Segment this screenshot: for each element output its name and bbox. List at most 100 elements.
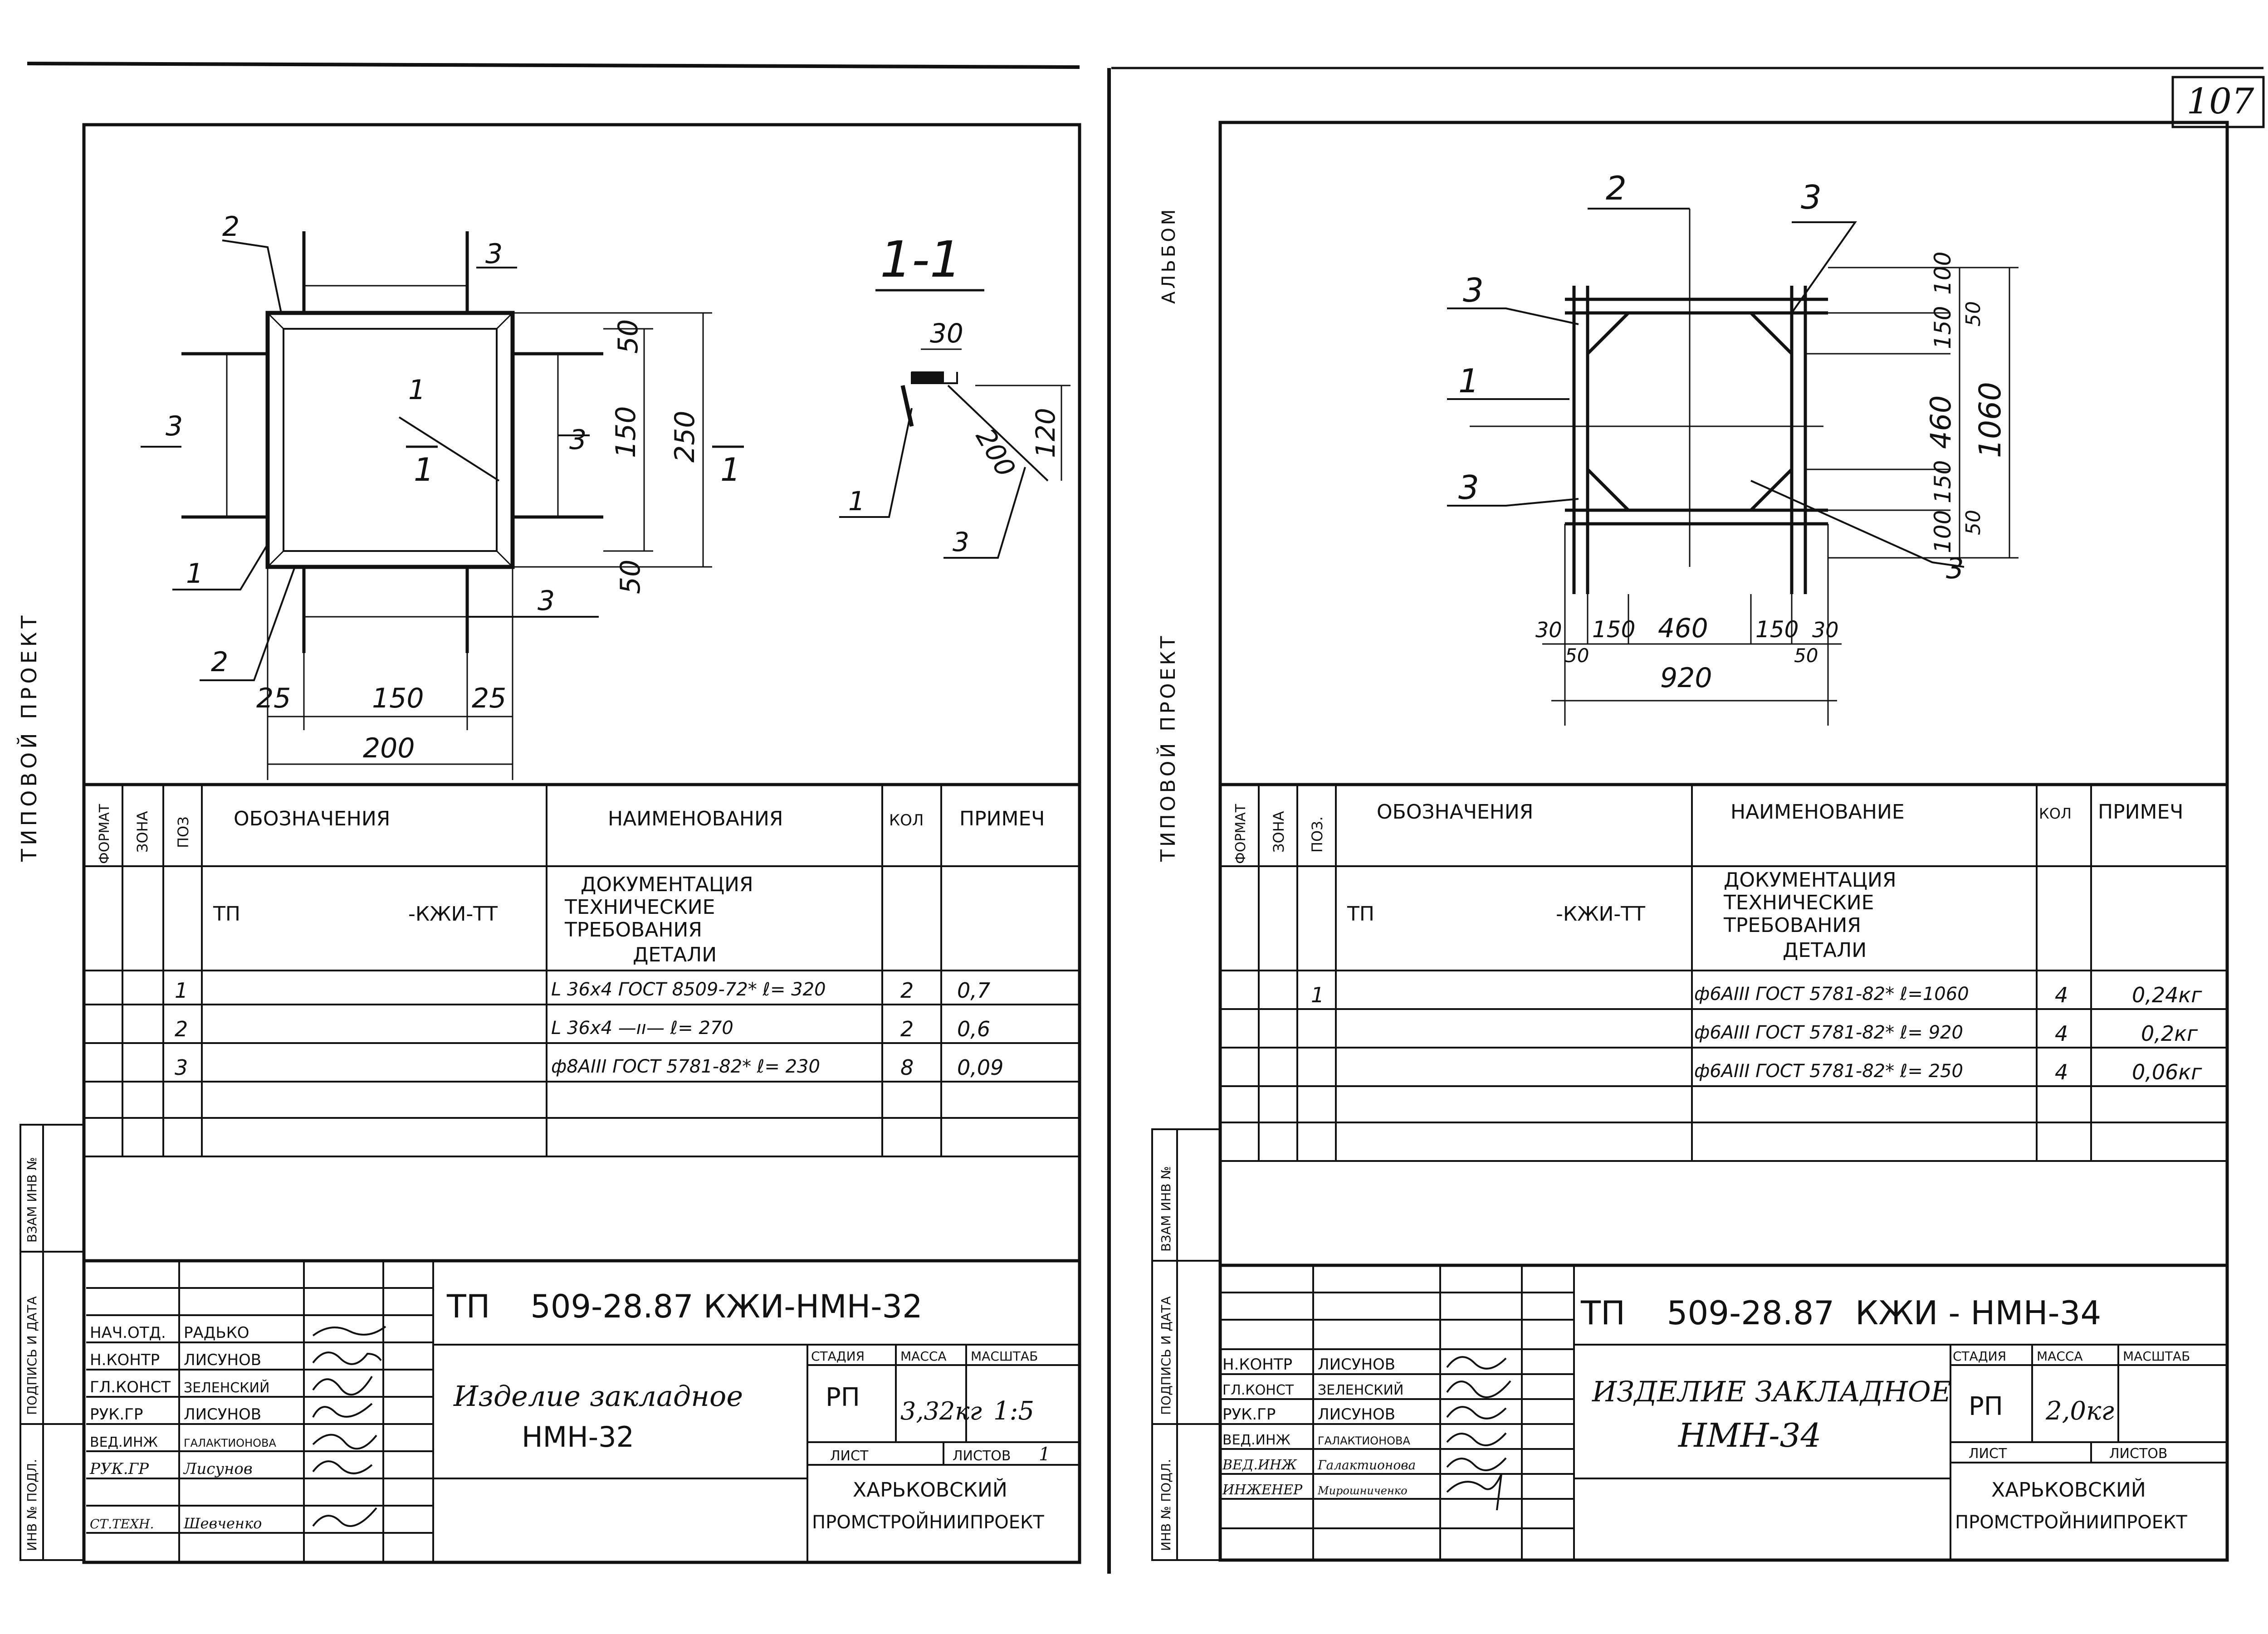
left-signature-2 — [312, 1351, 382, 1365]
left-role-5: ВЕД.ИНЖ — [90, 1434, 158, 1450]
left-row-3-note: 0,09 — [957, 1055, 1003, 1080]
right-scale-label: МАСШТАБ — [2123, 1349, 2190, 1364]
right-role-4: ВЕД.ИНЖ — [1222, 1432, 1290, 1448]
left-row-1-qty: 2 — [900, 978, 914, 1003]
right-row-3-note: 0,06кг — [2132, 1060, 2202, 1084]
right-hdim-30-left: 30 — [1535, 618, 1562, 642]
left-role-6: РУК.ГР — [89, 1460, 149, 1478]
left-leader-3-bottom: 3 — [538, 585, 555, 617]
left-title-block — [86, 1261, 1080, 1562]
right-name-5: Галактионова — [1317, 1458, 1416, 1473]
left-doc-code: ТП 509-28.87 КЖИ-НМН-32 — [446, 1288, 923, 1325]
left-col-note: ПРИМЕЧ — [959, 807, 1045, 830]
right-col-pos: ПОЗ. — [1309, 816, 1326, 853]
left-section-dim-120: 120 — [1030, 408, 1061, 458]
left-spec-table — [84, 785, 1080, 1157]
left-leader-3-left: 3 — [166, 410, 183, 442]
right-stamp-label-3: ВЗАМ ИНВ № — [1158, 1166, 1173, 1252]
left-signature-7 — [312, 1507, 377, 1527]
right-side-label-top: АЛЬБОМ — [1158, 207, 1179, 304]
right-signature-6 — [1446, 1473, 1502, 1511]
left-row-2-name: L 36х4 —ıı— ℓ= 270 — [551, 1018, 733, 1039]
left-role-1: НАЧ.ОТД. — [90, 1324, 166, 1342]
right-vdim-150-top: 150 — [1930, 306, 1956, 349]
right-mass: 2,0кг — [2045, 1396, 2114, 1426]
right-doc-name-4: ДЕТАЛИ — [1783, 939, 1867, 962]
right-item-title-2: НМН-34 — [1677, 1416, 1821, 1454]
left-col-qty: КОЛ — [889, 811, 924, 829]
right-vdim-50-top: 50 — [1962, 301, 1985, 327]
right-name-6: Мирошниченко — [1317, 1484, 1408, 1497]
page-frame — [27, 62, 2265, 1574]
right-col-name: НАИМЕНОВАНИЕ — [1730, 800, 1905, 824]
left-row-2-pos: 2 — [175, 1017, 188, 1041]
left-col-pos: ПОЗ — [175, 816, 192, 848]
right-name-1: ЛИСУНОВ — [1318, 1356, 1395, 1374]
right-signature-4 — [1446, 1432, 1507, 1446]
left-col-designation: ОБОЗНАЧЕНИЯ — [234, 807, 390, 830]
right-hdim-150-left: 150 — [1592, 616, 1635, 643]
right-col-note: ПРИМЕЧ — [2098, 800, 2183, 824]
right-doc-prefix: ТП — [1347, 902, 1374, 926]
left-scale-label: МАСШТАБ — [971, 1349, 1038, 1364]
right-title-block — [1220, 1265, 2227, 1560]
right-row-1-pos: 1 — [1311, 983, 1324, 1007]
left-doc-suffix: -КЖИ-ТТ — [408, 902, 498, 926]
right-col-designation: ОБОЗНАЧЕНИЯ — [1377, 800, 1533, 824]
left-dim-50-top: 50 — [612, 319, 644, 354]
right-item-title-1: ИЗДЕЛИЕ ЗАКЛАДНОЕ — [1592, 1375, 1951, 1408]
left-mass: 3,32кг — [900, 1397, 982, 1425]
right-vdim-460: 460 — [1924, 395, 1957, 449]
left-dim-150: 150 — [610, 406, 642, 458]
right-doc-code: ТП 509-28.87 КЖИ - НМН-34 — [1580, 1294, 2101, 1332]
left-title-block-text: ТП 509-28.87 КЖИ-НМН-32 НАЧ.ОТД. Н.КОНТР… — [89, 1288, 1050, 1533]
right-row-1-note: 0,24кг — [2132, 983, 2202, 1007]
right-name-4: ГАЛАКТИОНОВА — [1318, 1434, 1410, 1447]
left-section-dim-200: 200 — [970, 423, 1022, 482]
right-signature-1 — [1446, 1356, 1507, 1370]
right-leader-3-top: 3 — [1801, 178, 1822, 216]
left-signatures — [312, 1326, 386, 1527]
right-row-3-qty: 4 — [2055, 1060, 2068, 1084]
right-frame-drawing — [1447, 208, 2019, 726]
left-signature-5 — [312, 1434, 377, 1450]
right-col-zone: ЗОНА — [1270, 811, 1287, 853]
right-row-1-name: ф6АIII ГОСТ 5781-82* ℓ=1060 — [1694, 984, 1969, 1005]
left-leader-2-top: 2 — [222, 211, 240, 243]
left-section-drawing — [839, 289, 1070, 559]
left-stamp-label-1: ИНВ № ПОДЛ. — [24, 1459, 39, 1551]
right-leader-3-left-top: 3 — [1463, 271, 1484, 309]
left-stamp-label-2: ПОДПИСЬ И ДАТА — [24, 1296, 39, 1415]
right-stamp-label-1: ИНВ № ПОДЛ. — [1158, 1459, 1173, 1551]
left-stamp-label-3: ВЗАМ ИНВ № — [24, 1157, 39, 1243]
right-mass-label: МАССА — [2037, 1349, 2083, 1364]
left-leader-1-left: 1 — [186, 558, 203, 590]
left-spec-table-text: ФОРМАТ ЗОНА ПОЗ ОБОЗНАЧЕНИЯ НАИМЕНОВАНИЯ… — [97, 804, 1045, 1080]
right-doc-name-1: ДОКУМЕНТАЦИЯ — [1724, 868, 1897, 892]
right-signatures — [1446, 1356, 1511, 1511]
right-org-1: ХАРЬКОВСКИЙ — [1991, 1478, 2146, 1502]
left-leader-2-bottom: 2 — [211, 646, 228, 678]
right-leader-2: 2 — [1606, 169, 1627, 207]
left-stage-label: СТАДИЯ — [811, 1349, 865, 1364]
left-leader-3-right: 3 — [569, 424, 587, 456]
left-name-1: РАДЬКО — [184, 1324, 249, 1342]
left-section-mark-2: 1 — [720, 451, 741, 488]
right-row-2-qty: 4 — [2055, 1021, 2068, 1046]
right-hdim-460: 460 — [1658, 613, 1708, 644]
left-item-title-2: НМН-32 — [522, 1420, 634, 1454]
page-number: 107 — [2187, 81, 2254, 122]
left-signature-1 — [312, 1326, 386, 1336]
left-name-6: Лисунов — [183, 1460, 253, 1478]
left-org-2: ПРОМСТРОЙНИИПРОЕКТ — [812, 1511, 1044, 1533]
left-scale: 1:5 — [993, 1396, 1034, 1426]
right-stamp-label-2: ПОДПИСЬ И ДАТА — [1158, 1296, 1173, 1415]
left-role-3: ГЛ.КОНСТ — [90, 1378, 171, 1396]
right-signature-2 — [1446, 1380, 1511, 1398]
left-col-zone: ЗОНА — [134, 811, 151, 853]
right-hdim-50-left: 50 — [1565, 644, 1589, 667]
left-stage: РП — [826, 1383, 860, 1412]
right-leader-3-left-bottom: 3 — [1458, 468, 1479, 507]
right-side-label: ТИПОВОЙ ПРОЕКТ — [1156, 634, 1180, 862]
